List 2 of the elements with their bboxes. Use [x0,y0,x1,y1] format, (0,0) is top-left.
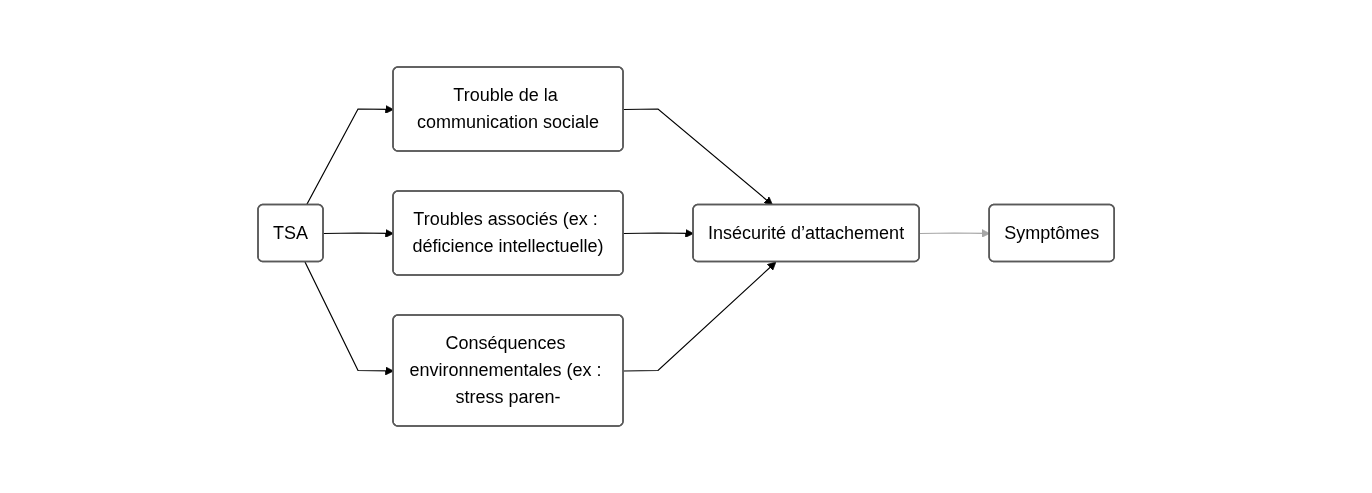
arrow [622,108,773,206]
arrow [622,261,777,372]
